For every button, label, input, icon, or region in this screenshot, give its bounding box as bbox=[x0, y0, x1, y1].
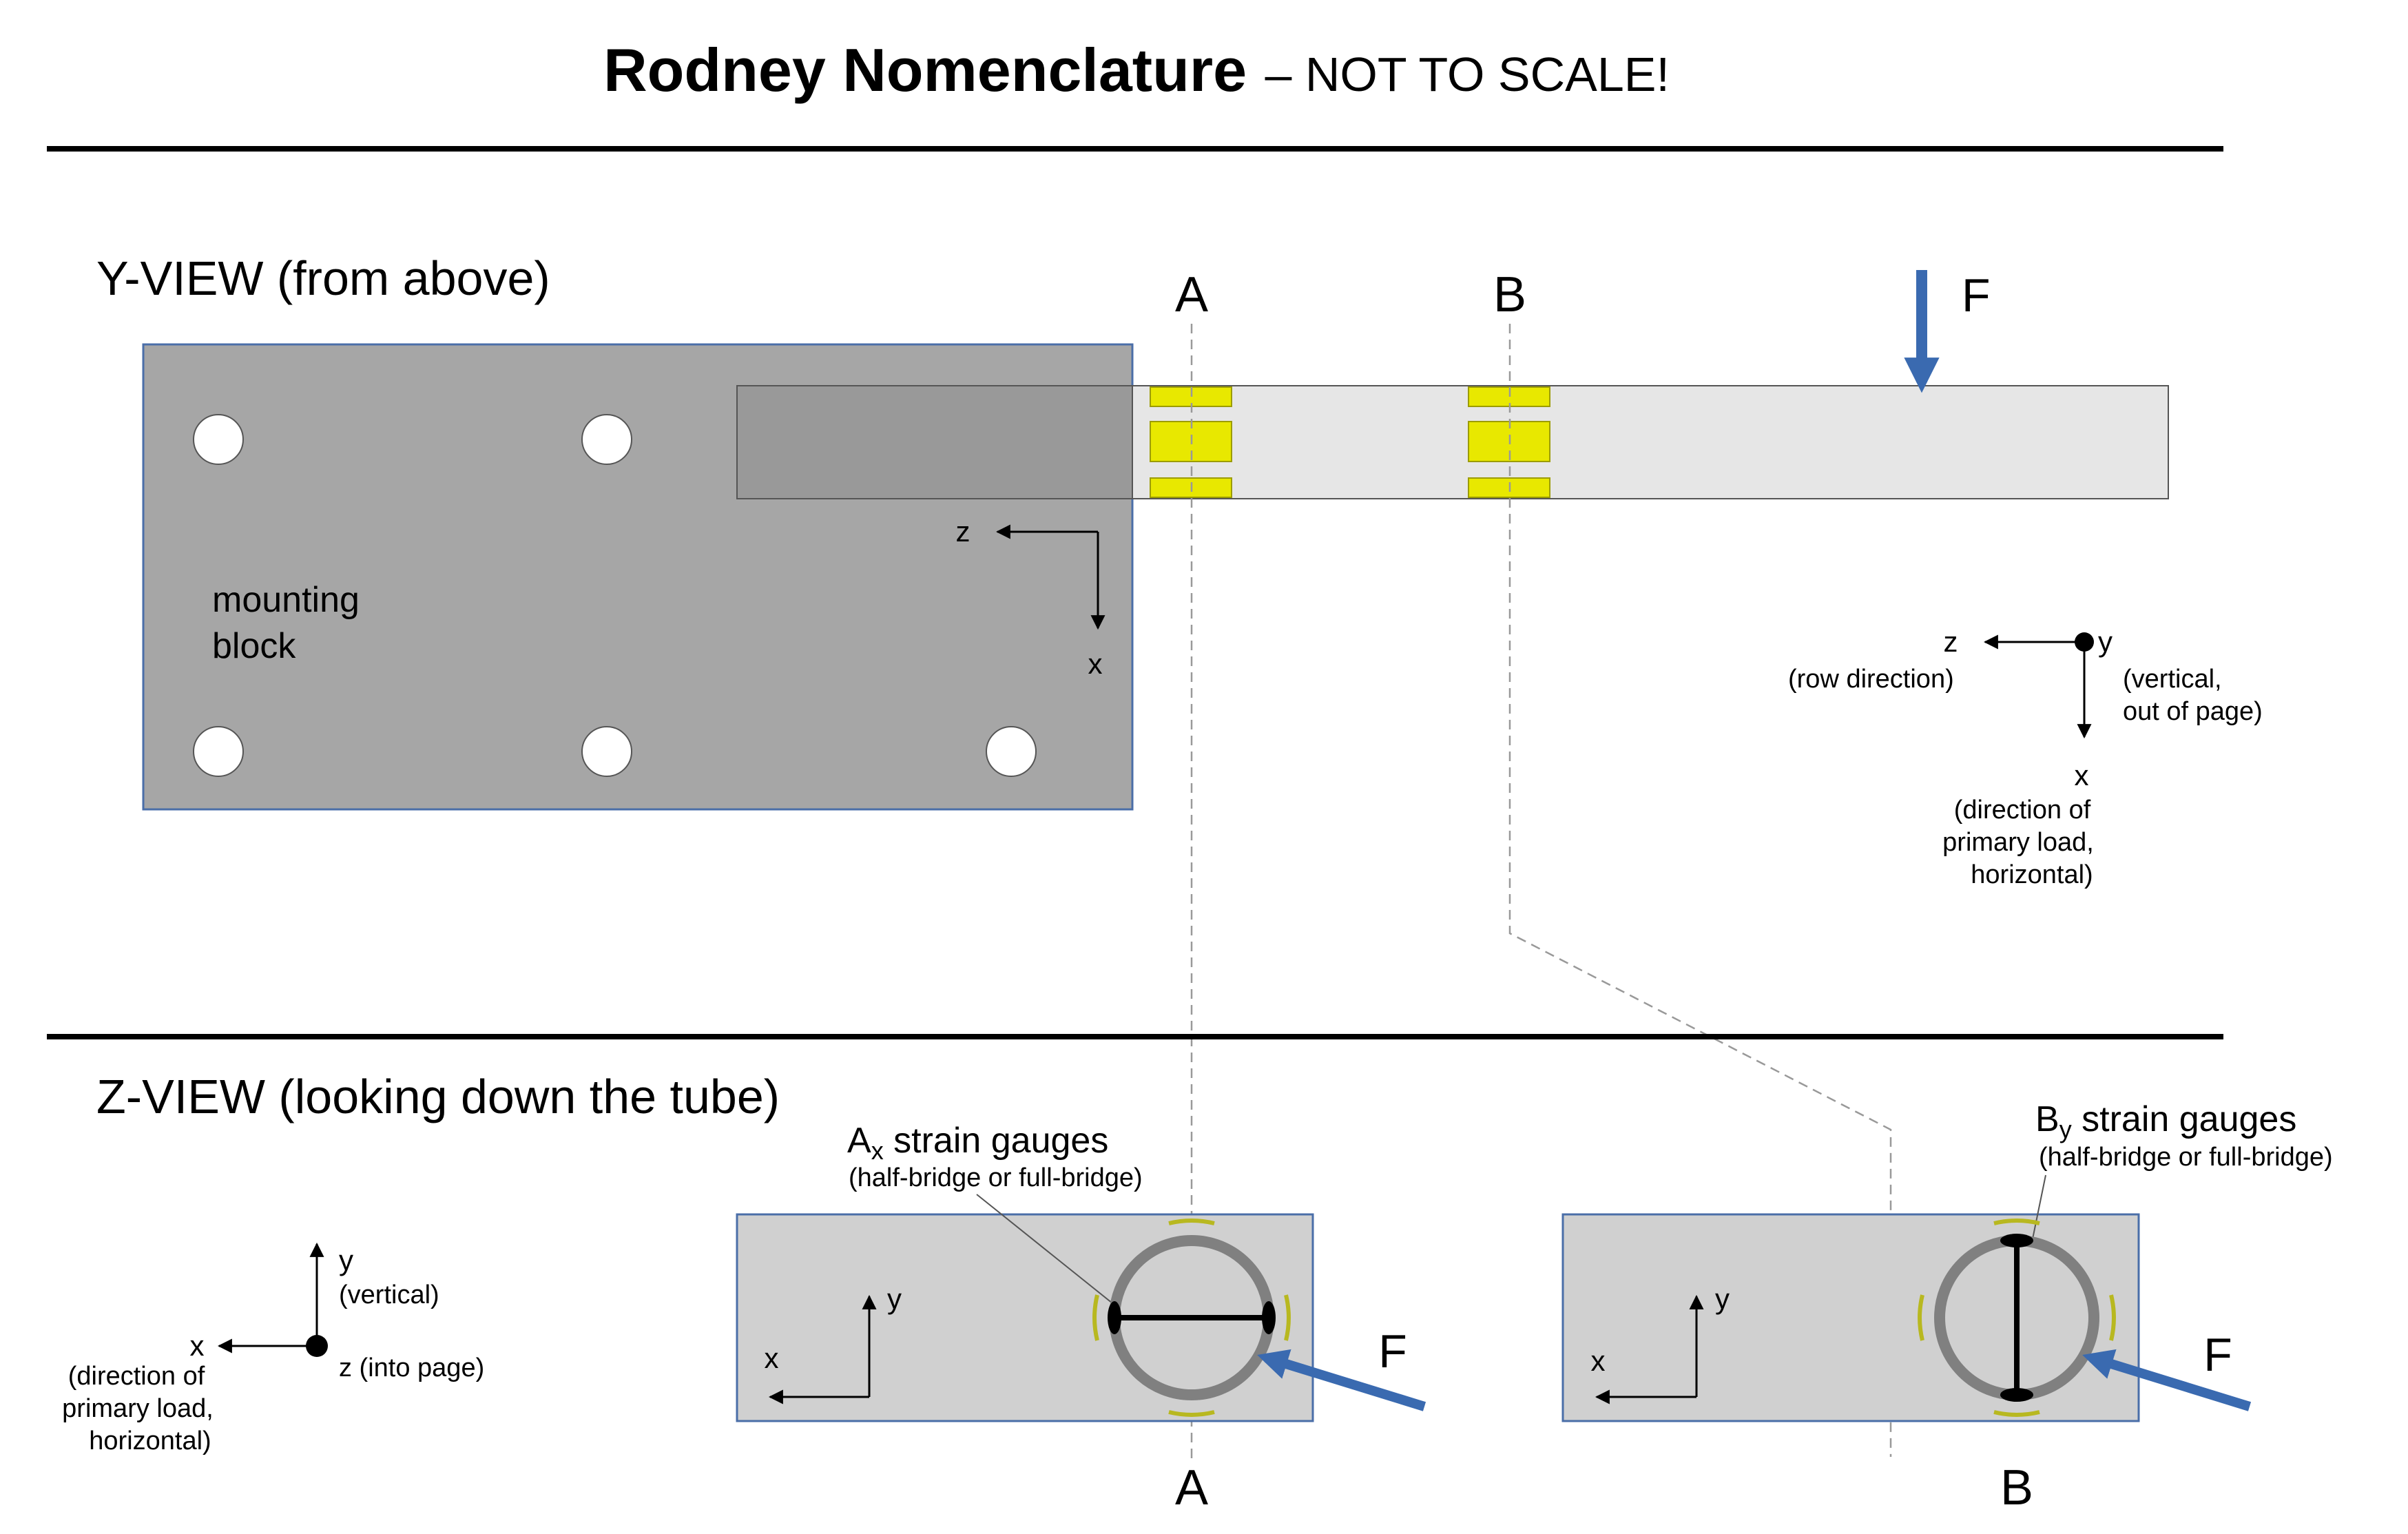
bolt-hole bbox=[986, 726, 1037, 777]
gauge-arc bbox=[1092, 1294, 1099, 1341]
legend-x: x bbox=[2075, 759, 2089, 791]
gauge-arc bbox=[2109, 1294, 2116, 1341]
bolt-hole bbox=[581, 726, 632, 777]
strain-gauge bbox=[1262, 1301, 1276, 1334]
strain-gauge bbox=[1108, 1301, 1121, 1334]
strain-gauge bbox=[2000, 1388, 2033, 1402]
bolt-hole bbox=[581, 414, 632, 465]
mounting-block-label-2: block bbox=[212, 626, 296, 666]
y-view-axis-legend: z (row direction) y (vertical, out of pa… bbox=[1788, 625, 2263, 889]
section-a-local-axes: y x bbox=[765, 1283, 902, 1405]
force-label-top: F bbox=[1962, 269, 1991, 322]
tube-exposed-part bbox=[1132, 385, 2169, 499]
tube-inserted-part bbox=[736, 385, 1133, 499]
section-b-gauge-label: By strain gauges bbox=[2035, 1099, 2296, 1143]
legend-x-desc-2: primary load, bbox=[1942, 828, 2094, 857]
gauge-arc bbox=[1993, 1410, 2040, 1417]
section-b-force-arrow bbox=[2082, 1349, 2252, 1411]
section-a-gauge-label: Ax strain gauges bbox=[847, 1121, 1108, 1165]
block-axis-z: z bbox=[956, 515, 971, 548]
z-legend-x: x bbox=[190, 1329, 205, 1362]
section-b-axis-y: y bbox=[1715, 1283, 1730, 1315]
section-b-tube-cross-section bbox=[1918, 1219, 2116, 1417]
z-view-heading: Z-VIEW (looking down the tube) bbox=[96, 1070, 780, 1123]
section-a-leader-line bbox=[976, 1194, 1130, 1318]
section-b-axis-x: x bbox=[1591, 1345, 1606, 1377]
strain-gauge bbox=[2000, 1234, 2033, 1247]
z-legend-x-desc-2: primary load, bbox=[62, 1394, 214, 1423]
section-b-panel: By strain gauges (half-bridge or full-br… bbox=[1561, 1099, 2333, 1422]
mounting-block-label-1: mounting bbox=[212, 580, 360, 620]
gauge-arc bbox=[1993, 1219, 2040, 1225]
gauge-arc bbox=[1168, 1219, 1215, 1225]
block-axis-x: x bbox=[1088, 647, 1103, 680]
section-a-panel: Ax strain gauges (half-bridge or full-br… bbox=[736, 1121, 1426, 1422]
section-a-tube-cross-section bbox=[1092, 1219, 1291, 1417]
section-a-axis-x: x bbox=[765, 1342, 779, 1374]
section-b-gauge-note: (half-bridge or full-bridge) bbox=[2039, 1143, 2333, 1172]
section-a-gauge-note: (half-bridge or full-bridge) bbox=[849, 1163, 1143, 1192]
z-legend-x-desc-3: horizontal) bbox=[89, 1427, 211, 1455]
legend-y-desc-1: (vertical, bbox=[2123, 665, 2222, 694]
section-a-axis-y: y bbox=[887, 1283, 902, 1315]
y-axis-dot bbox=[2075, 632, 2094, 652]
tube-top-view bbox=[736, 385, 2169, 499]
gauge-arc bbox=[1284, 1294, 1291, 1341]
section-b-bottom-label: B bbox=[2000, 1460, 2033, 1515]
legend-z: z bbox=[1944, 625, 1958, 658]
z-axis-dot bbox=[306, 1335, 328, 1357]
z-view-axis-legend: y (vertical) x (direction of primary loa… bbox=[62, 1242, 484, 1455]
y-view-heading: Y-VIEW (from above) bbox=[96, 251, 550, 305]
section-b-line bbox=[1508, 324, 1892, 1457]
section-b-local-axes: y x bbox=[1591, 1283, 1730, 1405]
gauge-arc bbox=[1918, 1294, 1924, 1341]
z-legend-y: y bbox=[339, 1244, 353, 1276]
legend-x-desc-1: (direction of bbox=[1954, 796, 2091, 825]
block-local-axes: z x bbox=[956, 515, 1106, 680]
page-title: Rodney Nomenclature – NOT TO SCALE! bbox=[603, 36, 1670, 104]
z-legend-y-desc: (vertical) bbox=[339, 1281, 439, 1309]
z-legend-z: z (into page) bbox=[339, 1354, 484, 1382]
section-a-bottom-label: A bbox=[1175, 1460, 1208, 1515]
section-a-label: A bbox=[1175, 267, 1208, 322]
gauge-arc bbox=[1168, 1410, 1215, 1417]
section-b-force-label: F bbox=[2203, 1329, 2232, 1381]
legend-y: y bbox=[2098, 625, 2113, 658]
legend-y-desc-2: out of page) bbox=[2123, 697, 2263, 726]
section-a-force-label: F bbox=[1378, 1325, 1407, 1378]
bolt-hole bbox=[193, 726, 244, 777]
z-legend-x-desc-1: (direction of bbox=[68, 1362, 205, 1391]
legend-z-desc: (row direction) bbox=[1788, 665, 1954, 694]
section-b-label: B bbox=[1493, 267, 1526, 322]
bolt-hole bbox=[193, 414, 244, 465]
section-a-force-arrow bbox=[1257, 1349, 1426, 1411]
legend-x-desc-3: horizontal) bbox=[1971, 860, 2093, 889]
